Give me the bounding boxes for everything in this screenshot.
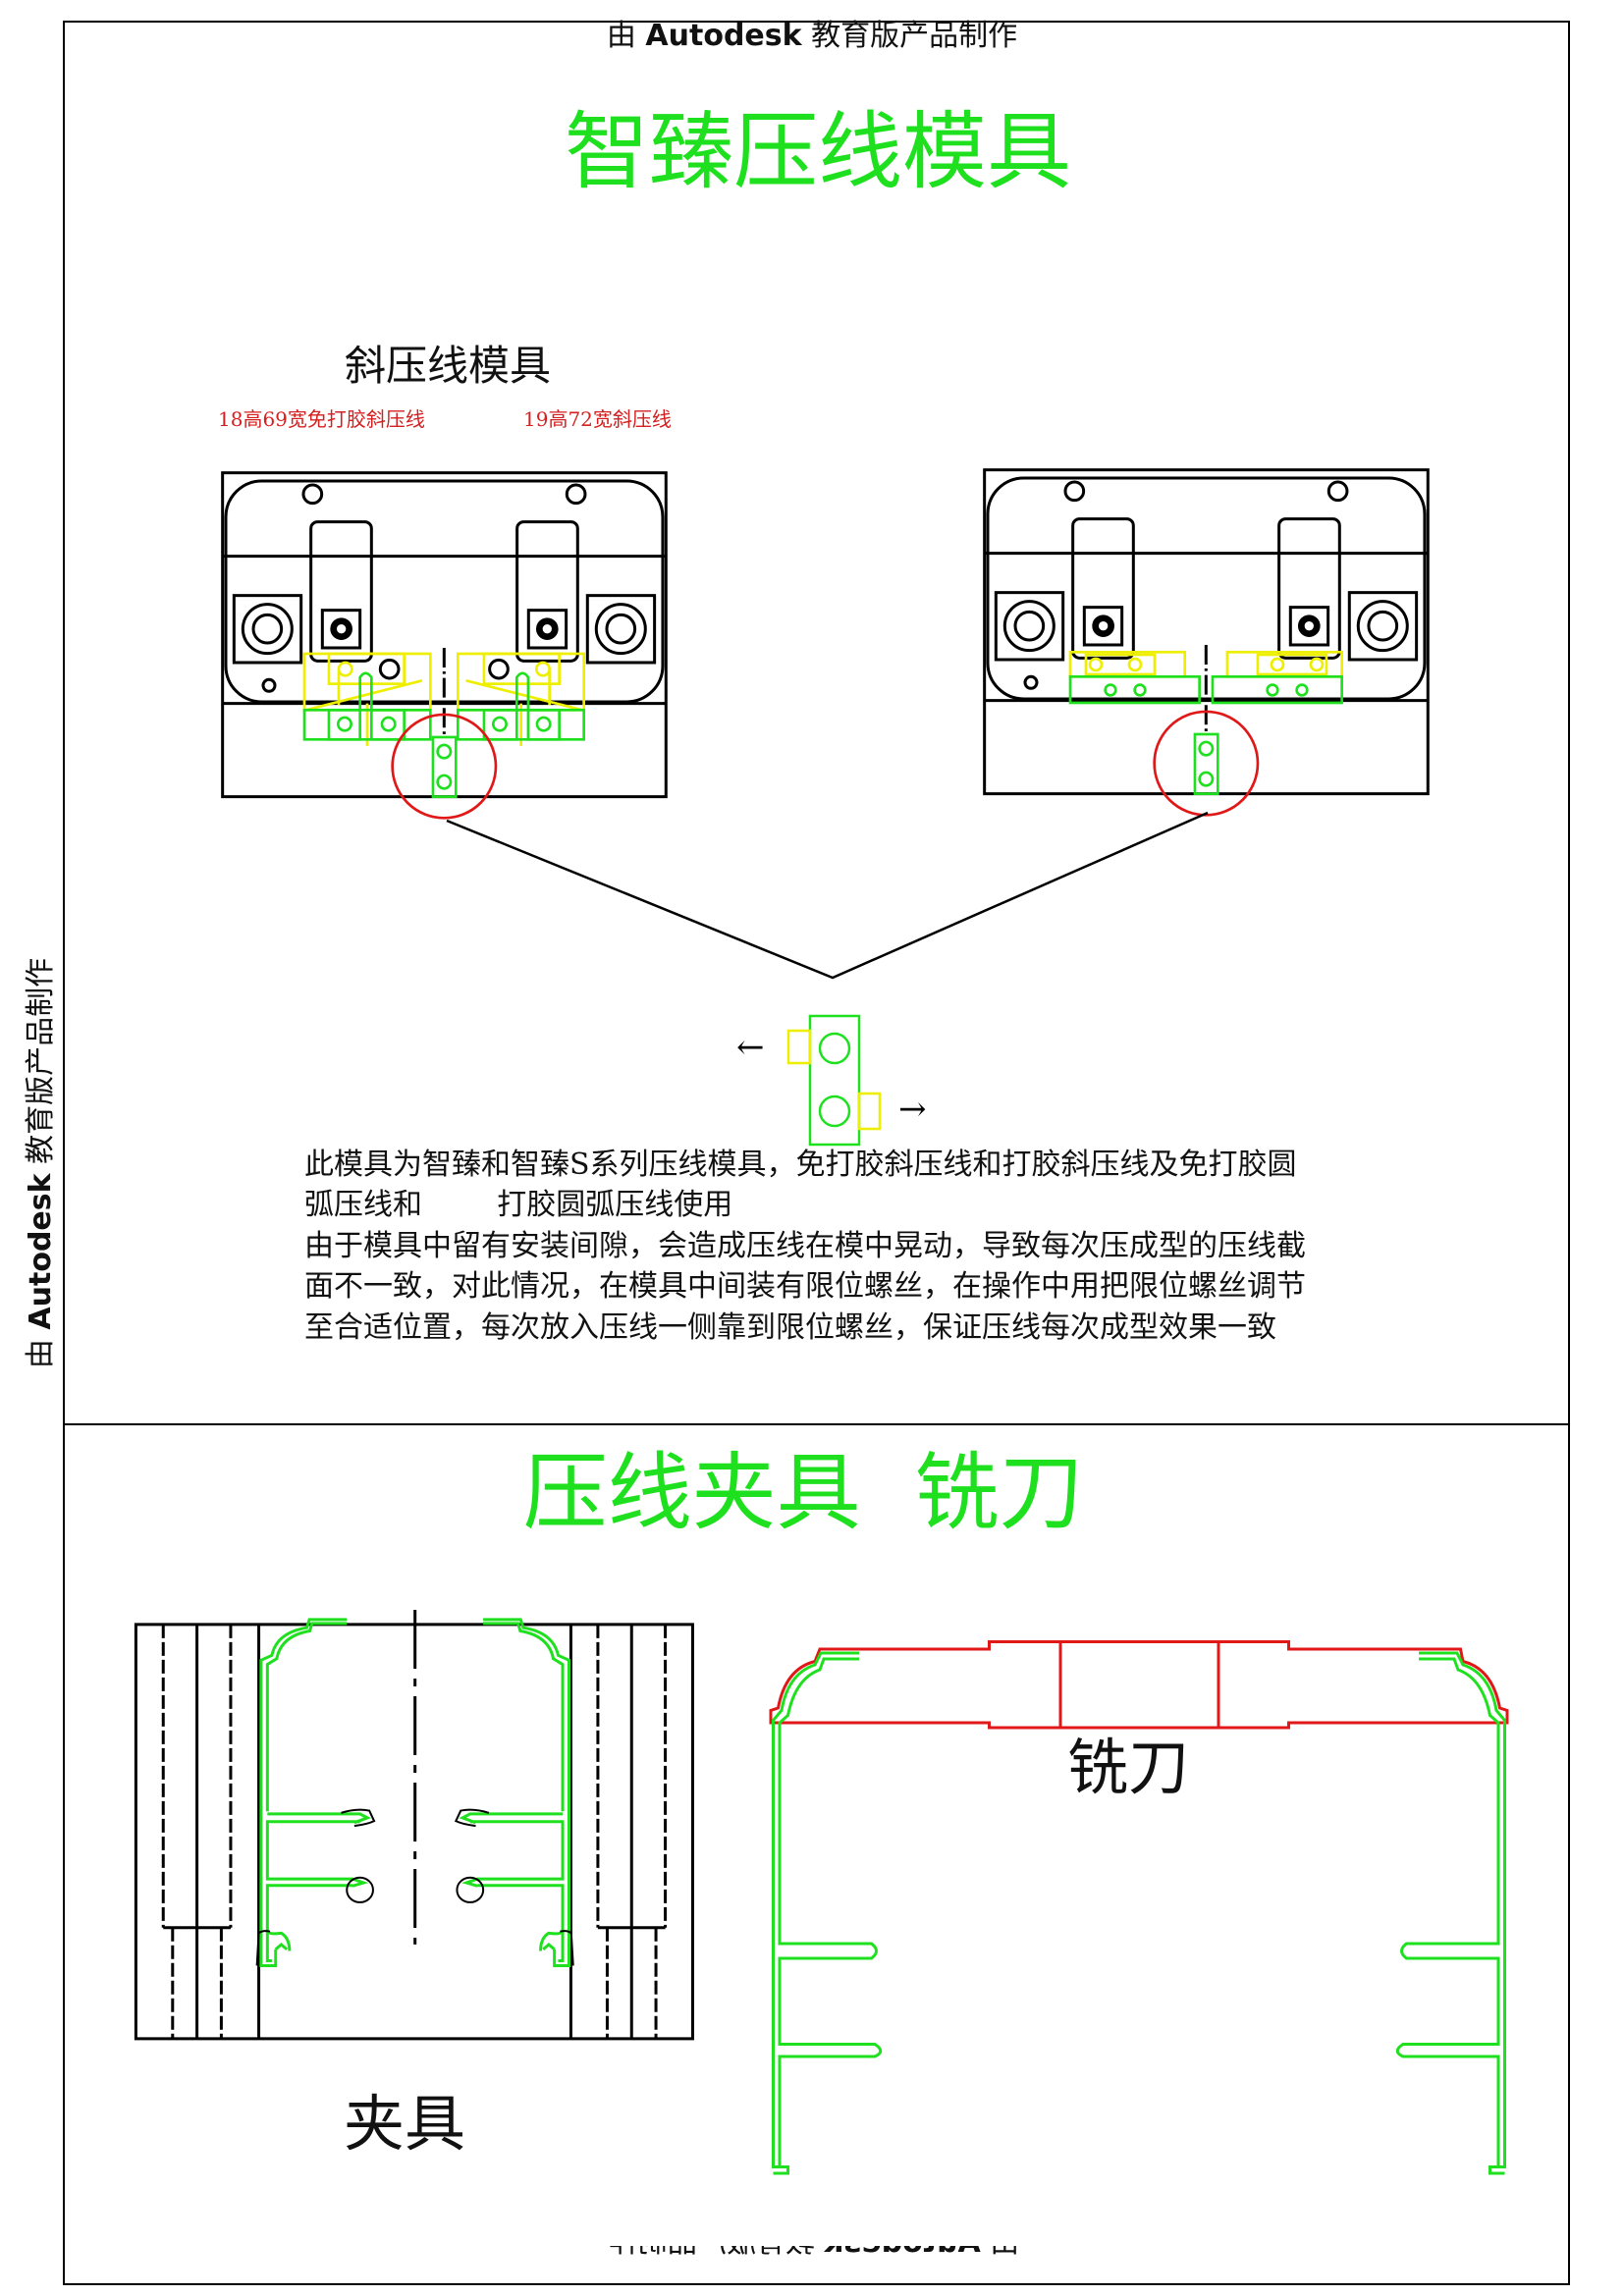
description-line: 弧压线和 打胶圆弧压线使用 (304, 1188, 733, 1222)
watermark-bottom-clipped: 由 Autodesk 教育版产品制作 (609, 2246, 1060, 2260)
section-heading-oblique-mold: 斜压线模具 (345, 342, 552, 390)
watermark-right-clipped: 由 Autodesk 教育版产品制作 (1571, 903, 1587, 1374)
section2-title: 压线夹具 铣刀 (522, 1444, 1084, 1542)
main-title: 智臻压线模具 (565, 103, 1071, 201)
description-line: 至合适位置，每次放入压线一侧靠到限位螺丝，保证压线每次成型效果一致 (304, 1310, 1276, 1345)
label-left-profile: 18高69宽免打胶斜压线 (218, 407, 425, 431)
cutter-label: 铣刀 (1067, 1732, 1190, 1803)
sheet-border (63, 21, 1570, 2285)
fixture-drawing (135, 1610, 692, 2039)
stop-block-detail (786, 1014, 882, 1147)
cutter-drawing (769, 1640, 1509, 2175)
watermark-top: 由 Autodesk 教育版产品制作 (606, 19, 1018, 53)
arrow-right-icon: → (898, 1090, 927, 1129)
description-line: 面不一致，对此情况，在模具中间装有限位螺丝，在操作中用把限位螺丝调节 (304, 1269, 1306, 1304)
description-line: 由于模具中留有安装间隙，会造成压线在模中晃动，导致每次压成型的压线截 (304, 1229, 1306, 1263)
leader-lines (446, 811, 1209, 980)
mold-left (223, 473, 667, 820)
mold-right (985, 470, 1429, 817)
arrow-left-icon: ← (736, 1028, 765, 1067)
label-right-profile: 19高72宽斜压线 (523, 407, 672, 431)
fixture-label: 夹具 (344, 2088, 466, 2160)
watermark-left: 由 Autodesk 教育版产品制作 (24, 957, 58, 1369)
description-line: 此模具为智臻和智臻S系列压线模具，免打胶斜压线和打胶斜压线及免打胶圆 (304, 1148, 1297, 1182)
